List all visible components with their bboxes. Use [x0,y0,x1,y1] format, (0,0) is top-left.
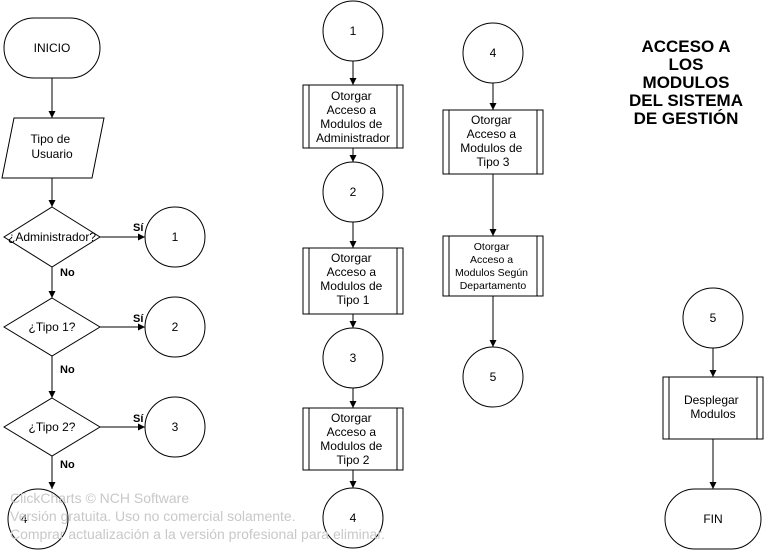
decision-tipo-1-label: ¿Tipo 1? [29,320,76,334]
fin-label: FIN [703,512,722,526]
connector-circle-label: 2 [172,320,179,334]
watermark-line: Comprar actualización a la versión profe… [10,526,386,542]
process-tipo-2 [302,407,404,471]
connector-circle-label: 3 [350,351,357,365]
no-label: No [60,267,75,279]
connector-circle-label: 5 [490,370,497,384]
decision-tipo-2-label: ¿Tipo 2? [29,420,76,434]
process-tipo-3-label: Otorgar Acceso a Modulos de Tipo 3 [460,113,525,169]
connector-circle-label: 1 [172,230,179,244]
connector-circle-label: 1 [350,24,357,38]
no-label: No [60,459,75,471]
connector-circle-label: 3 [172,420,179,434]
watermark: ClickCharts © NCH Software Versión gratu… [10,489,385,543]
title-line: ACCESO A [641,37,731,56]
connector-circle-5 [462,346,524,408]
tipo-usuario-label: Tipo de Usuario [31,132,74,161]
no-label: No [60,364,75,376]
yes-label: Sí [133,222,144,234]
connector-circle-3 [144,396,206,458]
title-line: MODULOS [642,73,730,92]
inicio-label: INICIO [34,41,71,55]
fin-terminator [664,488,762,550]
yes-label: Sí [133,413,144,425]
process-departamento [442,235,544,297]
process-administrador-label: Otorgar Acceso a Modulos de Administrado… [316,89,390,145]
connector-circle-2 [144,296,206,358]
connector-circle-4 [7,488,69,550]
title-line: DE GESTIÓN [633,109,739,128]
connector-circle-4 [322,487,384,549]
diagram-title: ACCESO A LOS MODULOS DEL SISTEMA DE GEST… [626,38,746,128]
yes-label: Sí [133,313,144,325]
title-line: DEL SISTEMA [629,91,743,110]
process-tipo-1-label: Otorgar Acceso a Modulos de Tipo 1 [320,251,385,307]
process-desplegar [662,376,764,440]
watermark-line: Versión gratuita. Uso no comercial solam… [10,508,296,524]
process-tipo-2-label: Otorgar Acceso a Modulos de Tipo 2 [320,411,385,467]
connector-circle-label: 5 [710,311,717,325]
decision-administrador-label: ¿Administrador? [8,230,96,244]
title-line: LOS [668,55,704,74]
connector-circle-label: 4 [350,511,357,525]
process-desplegar-label: Desplegar Modulos [684,393,742,421]
process-administrador [302,84,404,149]
connector-circle-label: 4 [490,46,497,60]
process-departamento-label: Otorgar Acceso a Modulos Según Departame… [455,241,531,292]
connector-circle-label: 2 [350,185,357,199]
process-tipo-3 [442,109,544,175]
watermark-line: ClickCharts © NCH Software [10,490,190,506]
tipo-usuario-input [1,117,105,179]
process-tipo-1 [302,247,404,315]
connector-circle-label: 4 [21,512,28,526]
connector-circle-1 [144,206,206,268]
